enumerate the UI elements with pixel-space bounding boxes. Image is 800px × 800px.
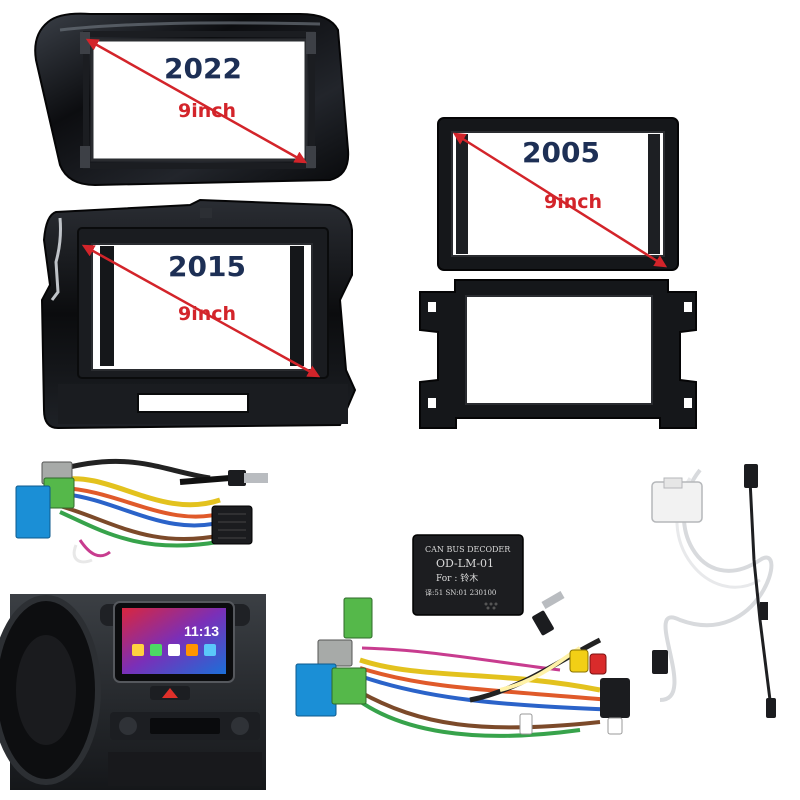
mounting-bracket-2005	[419, 279, 697, 429]
year-label-2005: 2005	[522, 136, 600, 169]
rca-connector-red	[589, 653, 607, 675]
black-connector	[744, 464, 758, 488]
extension-cable	[651, 464, 776, 718]
connector-blue	[295, 663, 337, 717]
canbus-decoder: CAN BUS DECODER OD-LM-01 For : 铃木 译:51 S…	[412, 534, 524, 616]
dashboard-photo: 11:13	[0, 594, 266, 790]
iso-connector	[211, 505, 253, 545]
decoder-line2: OD-LM-01	[436, 557, 494, 570]
size-label-2005: 9inch	[544, 191, 602, 213]
head-unit-screen	[122, 608, 226, 674]
connector-grey	[317, 639, 353, 667]
canbus-harness	[295, 591, 630, 738]
rca-connector-yellow	[569, 649, 589, 673]
year-label-2022: 2022	[164, 52, 242, 85]
size-label-2015: 9inch	[178, 303, 236, 325]
decoder-line1: CAN BUS DECODER	[425, 545, 511, 554]
connector-green	[343, 597, 373, 639]
connector-blue	[15, 485, 51, 539]
connector-green	[331, 667, 367, 705]
diagonal-arrow-2015	[81, 244, 321, 378]
screen-clock: 11:13	[184, 623, 219, 639]
diagonal-arrow-2022	[85, 38, 308, 164]
diagonal-arrow-2005	[452, 132, 668, 268]
decoder-line4: 译:51 SN:01 230100	[425, 589, 496, 597]
size-label-2022: 9inch	[178, 100, 236, 122]
decoder-line3: For : 铃木	[436, 572, 478, 584]
year-label-2015: 2015	[168, 250, 246, 283]
wiring-harness	[15, 458, 268, 564]
